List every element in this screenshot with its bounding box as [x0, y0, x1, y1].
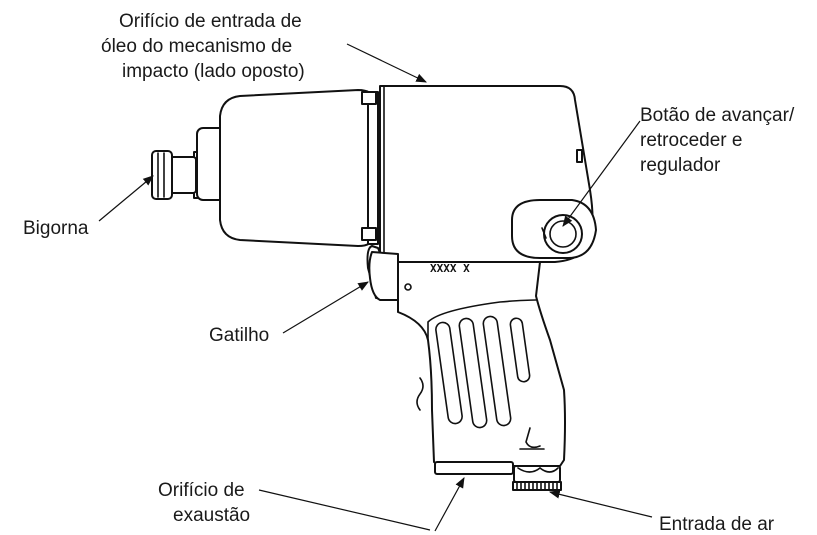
- model-code: XXXX X: [430, 262, 470, 275]
- exhaust-leader-b: [434, 477, 465, 532]
- oil-port-leader: [346, 43, 427, 83]
- leader-lines: [98, 43, 653, 532]
- trigger: [368, 251, 399, 301]
- switch-label-line-2: retroceder e: [640, 130, 742, 151]
- hammer-case: [196, 89, 379, 247]
- impact-wrench-drawing: XXXX X: [151, 85, 597, 491]
- exhaust-leader-a: [258, 489, 431, 531]
- oil-port-label-line-1: Orifício de entrada de: [119, 11, 302, 32]
- exhaust-label-line-1: Orifício de: [158, 480, 245, 501]
- switch-label-line-1: Botão de avançar/: [640, 105, 795, 126]
- air-inlet-fitting: [512, 465, 562, 491]
- oil-port-label-line-3: impacto (lado oposto): [122, 61, 305, 82]
- callouts: Orifício de entrada de óleo do mecanismo…: [23, 11, 795, 535]
- air-inlet-leader: [548, 490, 653, 518]
- handle: [366, 245, 566, 467]
- anvil-label: Bigorna: [23, 218, 89, 239]
- exhaust-label-line-2: exaustão: [173, 505, 250, 526]
- oil-port-label-line-2: óleo do mecanismo de: [101, 36, 292, 57]
- trigger-leader: [282, 281, 369, 334]
- switch-leader: [562, 120, 641, 227]
- air-inlet-label: Entrada de ar: [659, 514, 775, 535]
- trigger-label: Gatilho: [209, 325, 269, 346]
- anvil-leader: [98, 175, 154, 222]
- exhaust-base: [434, 461, 514, 475]
- regulator-knob: [511, 199, 597, 259]
- switch-label-line-3: regulador: [640, 155, 721, 176]
